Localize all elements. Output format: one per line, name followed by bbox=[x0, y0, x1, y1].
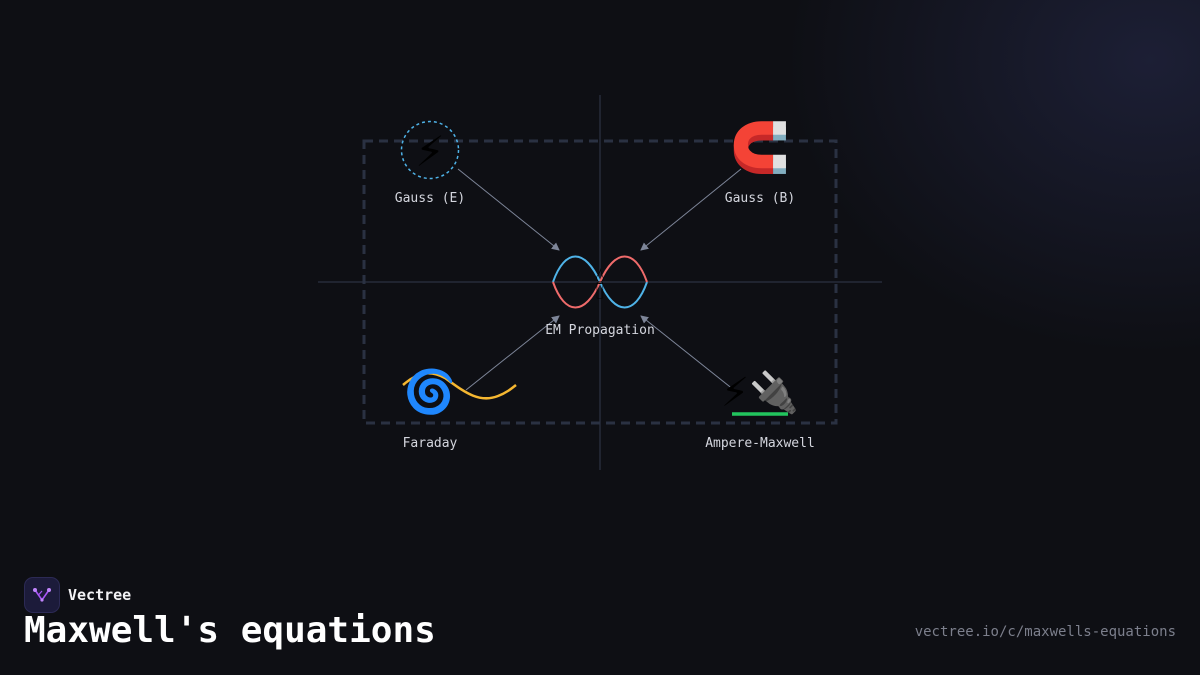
edge-ampere-maxwell-to-em bbox=[640, 315, 735, 391]
node-em-propagation: 🕯 EM Propagation bbox=[545, 255, 655, 338]
edge-gauss-b-to-em bbox=[640, 168, 742, 251]
magnetic-wave bbox=[552, 255, 648, 309]
node-gauss-b: 🧲 Gauss (B) bbox=[725, 120, 795, 206]
horseshoe-magnet-icon: 🧲 bbox=[730, 120, 790, 176]
page-title: Maxwell's equations bbox=[24, 610, 436, 651]
node-label-ampere-maxwell: Ampere-Maxwell bbox=[705, 436, 815, 451]
node-label-faraday: Faraday bbox=[403, 436, 458, 451]
lightning-plug-icon: ⚡🔌 bbox=[721, 369, 799, 416]
brand-name: Vectree bbox=[68, 586, 132, 604]
faraday-wave bbox=[402, 372, 517, 400]
brand: Vectree bbox=[24, 577, 131, 613]
node-ampere-maxwell: ⚡🔌 Ampere-Maxwell bbox=[705, 369, 815, 451]
dashed-ring bbox=[400, 120, 460, 180]
node-label-gauss-b: Gauss (B) bbox=[725, 191, 795, 206]
node-faraday: 🌀 Faraday bbox=[402, 366, 517, 451]
edge-faraday-to-em bbox=[465, 315, 560, 391]
node-label-gauss-e: Gauss (E) bbox=[395, 191, 465, 206]
lightning-bolt-icon: ⚡ bbox=[415, 127, 445, 176]
edge-gauss-e-to-em bbox=[457, 168, 560, 251]
page-url[interactable]: vectree.io/c/maxwells-equations bbox=[914, 624, 1176, 640]
dashed-frame bbox=[362, 139, 838, 425]
node-gauss-e: ⚡ Gauss (E) bbox=[395, 120, 465, 206]
vectree-logo-icon bbox=[24, 577, 60, 613]
candle-icon: 🕯 bbox=[595, 267, 605, 307]
node-label-em-propagation: EM Propagation bbox=[545, 323, 655, 338]
spiral-icon: 🌀 bbox=[404, 366, 456, 416]
